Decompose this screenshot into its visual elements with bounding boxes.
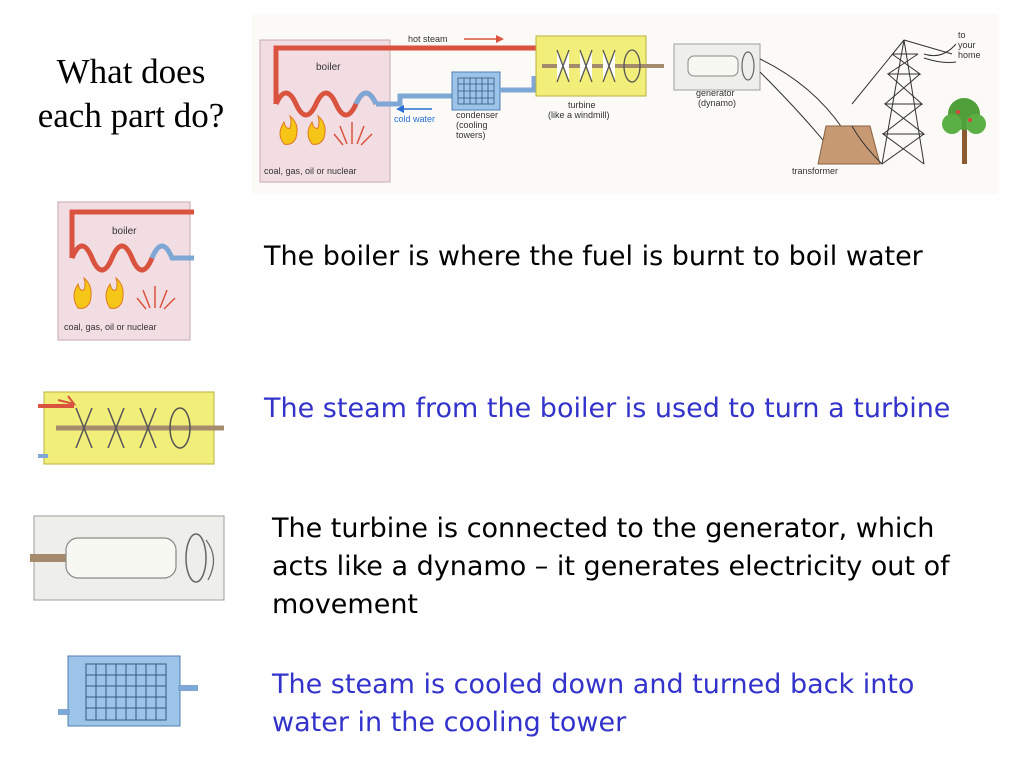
home-label-1: to <box>958 30 966 40</box>
turbine-thumbnail <box>38 391 224 465</box>
title-line-2: each part do? <box>37 96 225 135</box>
hot-steam-label: hot steam <box>408 34 448 44</box>
turbine-label-1: turbine <box>568 100 596 110</box>
flame-icon <box>307 114 326 145</box>
transformer-label: transformer <box>792 166 838 176</box>
title-line-1: What does <box>56 52 206 91</box>
condenser-label-2: (cooling <box>456 120 488 130</box>
nuclear-rays-icon <box>333 122 373 146</box>
tree-icon <box>942 98 986 164</box>
condenser-label-3: towers) <box>456 130 486 140</box>
condenser-thumbnail <box>58 655 198 727</box>
cold-water-label: cold water <box>394 114 435 124</box>
fuel-thumb-label: coal, gas, oil or nuclear <box>64 322 157 332</box>
boiler-thumb-label: boiler <box>112 226 137 237</box>
generator-description: The turbine is connected to the generato… <box>272 513 950 620</box>
generator-box: generator (dynamo) <box>673 43 761 108</box>
arrow-left-icon <box>396 105 432 113</box>
turbine-box: turbine (like a windmill) <box>535 35 664 120</box>
home-label-3: home <box>958 50 981 60</box>
power-station-diagram: boiler coal, gas, oil or nuclear hot ste… <box>252 14 998 194</box>
boiler-description: The boiler is where the fuel is burnt to… <box>264 241 923 272</box>
home-label-2: your <box>958 40 976 50</box>
flame-icon <box>73 276 92 309</box>
condenser-label-1: condenser <box>456 110 498 120</box>
nuclear-rays-icon <box>136 286 176 310</box>
flame-icon <box>279 114 298 145</box>
fuel-label: coal, gas, oil or nuclear <box>264 166 357 176</box>
condenser-box: condenser (cooling towers) <box>451 71 537 140</box>
slide-title: What does each part do? <box>6 50 256 138</box>
generator-label-2: (dynamo) <box>698 98 736 108</box>
arrow-right-icon <box>464 35 504 43</box>
pylon-icon <box>851 39 957 165</box>
turbine-description: The steam from the boiler is used to tur… <box>264 393 951 424</box>
boiler-box: boiler coal, gas, oil or nuclear <box>259 39 548 183</box>
condenser-description: The steam is cooled down and turned back… <box>272 669 915 738</box>
flame-icon <box>105 276 124 309</box>
transformer-box: transformer <box>792 125 881 176</box>
boiler-thumbnail: boiler coal, gas, oil or nuclear <box>57 201 194 341</box>
generator-label-1: generator <box>696 88 735 98</box>
generator-thumbnail <box>30 515 225 601</box>
turbine-label-2: (like a windmill) <box>548 110 610 120</box>
boiler-label: boiler <box>316 62 341 73</box>
